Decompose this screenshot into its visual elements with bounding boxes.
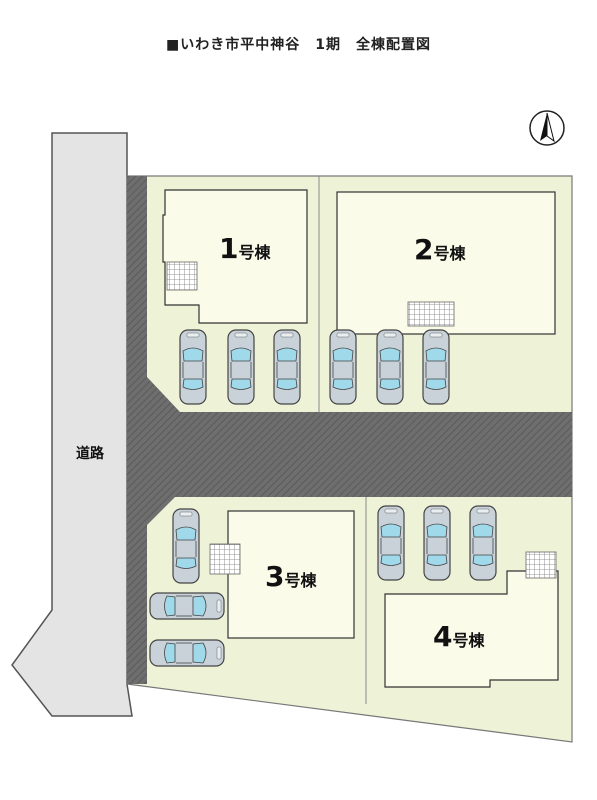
page-title: ■いわき市平中神谷 1期 全棟配置図 <box>166 37 431 53</box>
terrace-4 <box>525 551 557 579</box>
building-4-suffix: 号棟 <box>452 631 485 650</box>
parking-car <box>149 592 225 620</box>
north-arrow-icon <box>529 110 565 146</box>
parking-car <box>273 329 301 405</box>
road-label: 道路 <box>76 445 105 462</box>
parking-car <box>423 505 451 581</box>
driveway-main <box>127 412 572 497</box>
building-1-number: 1 <box>219 232 238 265</box>
svg-text:1号棟: 1号棟 <box>219 232 271 265</box>
svg-text:3号棟: 3号棟 <box>265 560 317 593</box>
svg-text:2号棟: 2号棟 <box>414 233 466 266</box>
building-4 <box>384 570 559 688</box>
building-2-suffix: 号棟 <box>433 244 466 263</box>
terrace-2 <box>407 301 455 327</box>
driveway-corner-top <box>147 377 180 412</box>
building-2-number: 2 <box>414 233 433 266</box>
parking-car <box>179 329 207 405</box>
svg-text:4号棟: 4号棟 <box>433 620 485 653</box>
driveway-corner-bottom <box>147 497 175 525</box>
building-1 <box>162 189 308 324</box>
parking-car <box>422 329 450 405</box>
terrace-1 <box>166 261 198 291</box>
building-3 <box>227 510 355 639</box>
parking-car <box>469 505 497 581</box>
parking-car <box>227 329 255 405</box>
road <box>11 132 133 717</box>
parking-car <box>149 639 225 667</box>
parking-car <box>329 329 357 405</box>
building-3-suffix: 号棟 <box>284 571 317 590</box>
building-1-suffix: 号棟 <box>238 243 271 262</box>
parking-car <box>376 329 404 405</box>
building-4-number: 4 <box>433 620 452 653</box>
building-3-number: 3 <box>265 560 284 593</box>
terrace-3 <box>209 543 241 575</box>
parking-car <box>172 508 200 584</box>
parking-car <box>377 505 405 581</box>
